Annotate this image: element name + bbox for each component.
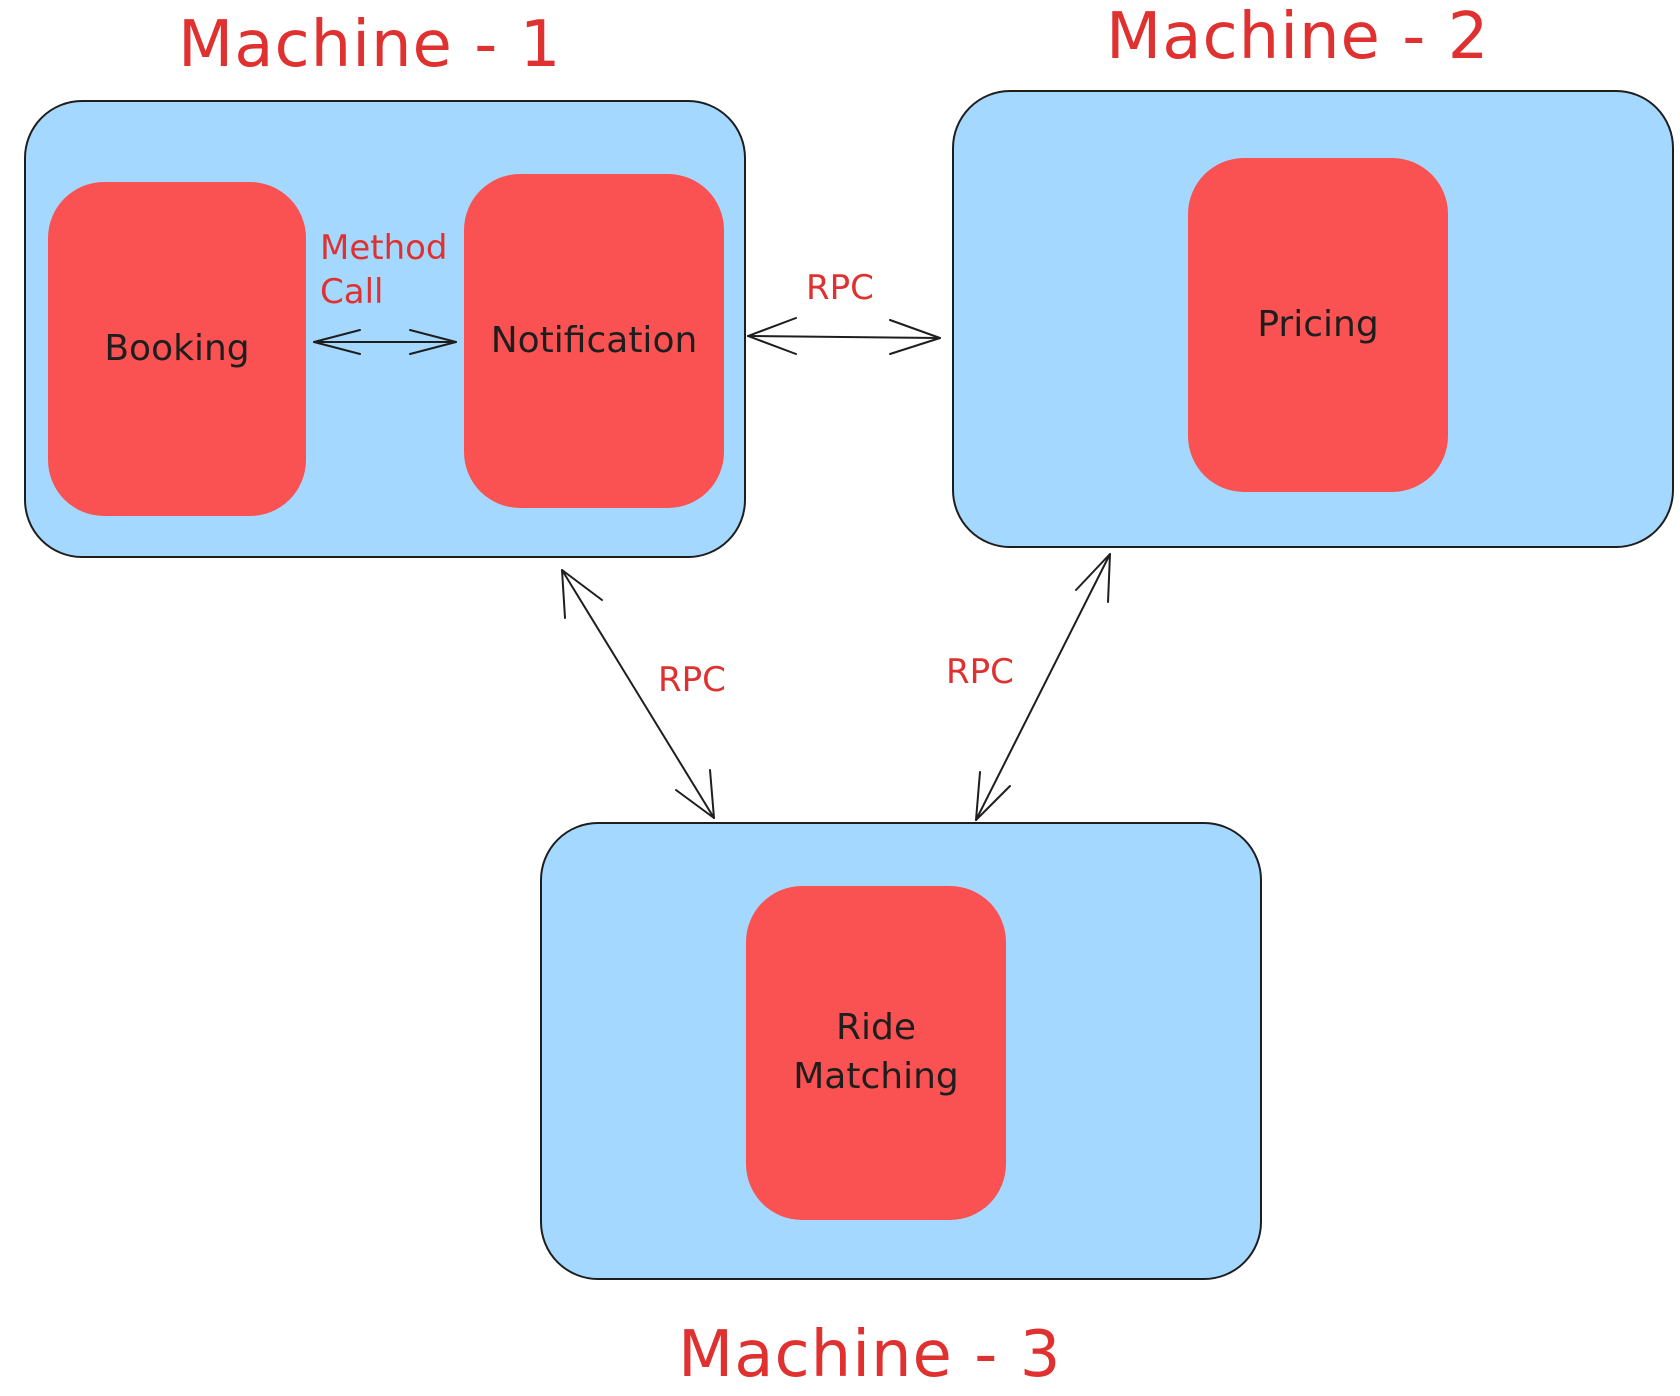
arrow-notification-pricing bbox=[747, 317, 941, 355]
rpc-label-machine1-machine3: RPC bbox=[658, 660, 726, 700]
rpc-label-notification-pricing: RPC bbox=[806, 268, 874, 308]
pricing-service[interactable]: Pricing bbox=[1188, 158, 1448, 492]
machine-3-title: Machine - 3 bbox=[678, 1318, 1062, 1392]
booking-service[interactable]: Booking bbox=[48, 182, 306, 516]
machine-2-title: Machine - 2 bbox=[1106, 0, 1490, 74]
ride-matching-label: Ride Matching bbox=[793, 1007, 959, 1097]
notification-service[interactable]: Notification bbox=[464, 174, 724, 508]
rpc-label-machine2-machine3: RPC bbox=[946, 652, 1014, 692]
arrow-booking-notification bbox=[313, 329, 457, 355]
arrow-machine2-machine3 bbox=[975, 553, 1111, 821]
notification-label: Notification bbox=[490, 319, 698, 361]
ride-matching-service[interactable]: Ride Matching bbox=[746, 886, 1006, 1220]
pricing-label: Pricing bbox=[1257, 303, 1379, 345]
booking-label: Booking bbox=[104, 327, 250, 369]
method-call-label: Method Call bbox=[320, 228, 448, 313]
arrow-machine1-machine3 bbox=[561, 569, 715, 819]
machine-1-title: Machine - 1 bbox=[178, 8, 562, 82]
